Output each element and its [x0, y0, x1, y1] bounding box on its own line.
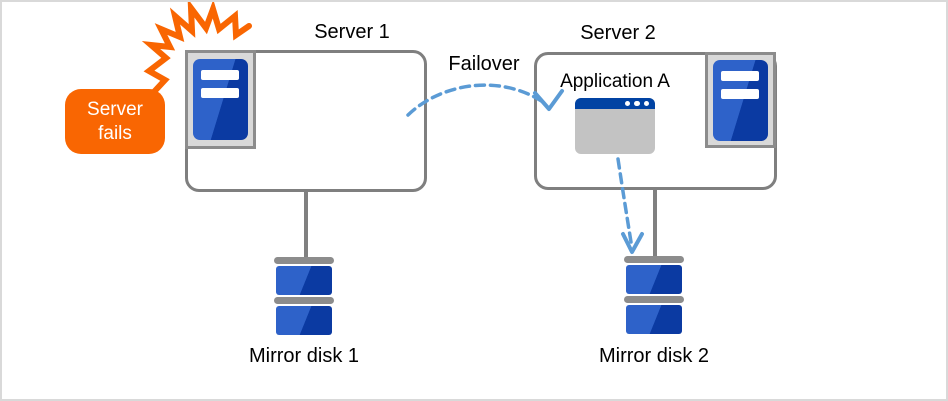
server1-label: Server 1	[314, 21, 390, 43]
window-dot-icon	[624, 100, 630, 107]
tower-slot	[201, 88, 239, 98]
server1-tower-icon	[185, 50, 256, 149]
window-dot-icon	[643, 100, 649, 107]
mirror-disk2-icon	[624, 256, 684, 334]
failover-label: Failover	[448, 53, 520, 75]
disk-bar	[624, 296, 684, 303]
tower-slot	[721, 70, 759, 81]
server-fails-badge: Server fails	[65, 89, 165, 154]
disk-body	[626, 265, 682, 294]
app-to-disk-arrowhead	[621, 232, 644, 254]
server2-disk-connector	[653, 189, 657, 259]
badge-text-line1: Server	[87, 98, 143, 120]
server1-disk-connector	[304, 191, 308, 259]
application-label: Application A	[560, 71, 670, 92]
tower-slot	[721, 88, 759, 99]
server-tower-icon	[713, 59, 768, 141]
disk-bar	[274, 257, 334, 264]
server-tower-icon	[193, 59, 248, 140]
mirror-disk1-label: Mirror disk 1	[248, 345, 360, 367]
disk-bar	[624, 256, 684, 263]
disk-body	[276, 266, 332, 295]
window-titlebar	[575, 98, 655, 109]
tower-slot	[201, 70, 239, 80]
mirror-disk2-label: Mirror disk 2	[598, 345, 710, 367]
disk-body	[276, 306, 332, 335]
badge-text-line2: fails	[98, 122, 132, 144]
server2-tower-icon	[705, 52, 776, 148]
application-window-icon	[575, 98, 655, 154]
server2-label: Server 2	[580, 22, 656, 44]
disk-body	[626, 305, 682, 334]
mirror-disk1-icon	[274, 257, 334, 335]
window-dot-icon	[634, 100, 640, 107]
failover-arrow-curve	[406, 83, 548, 117]
disk-bar	[274, 297, 334, 304]
